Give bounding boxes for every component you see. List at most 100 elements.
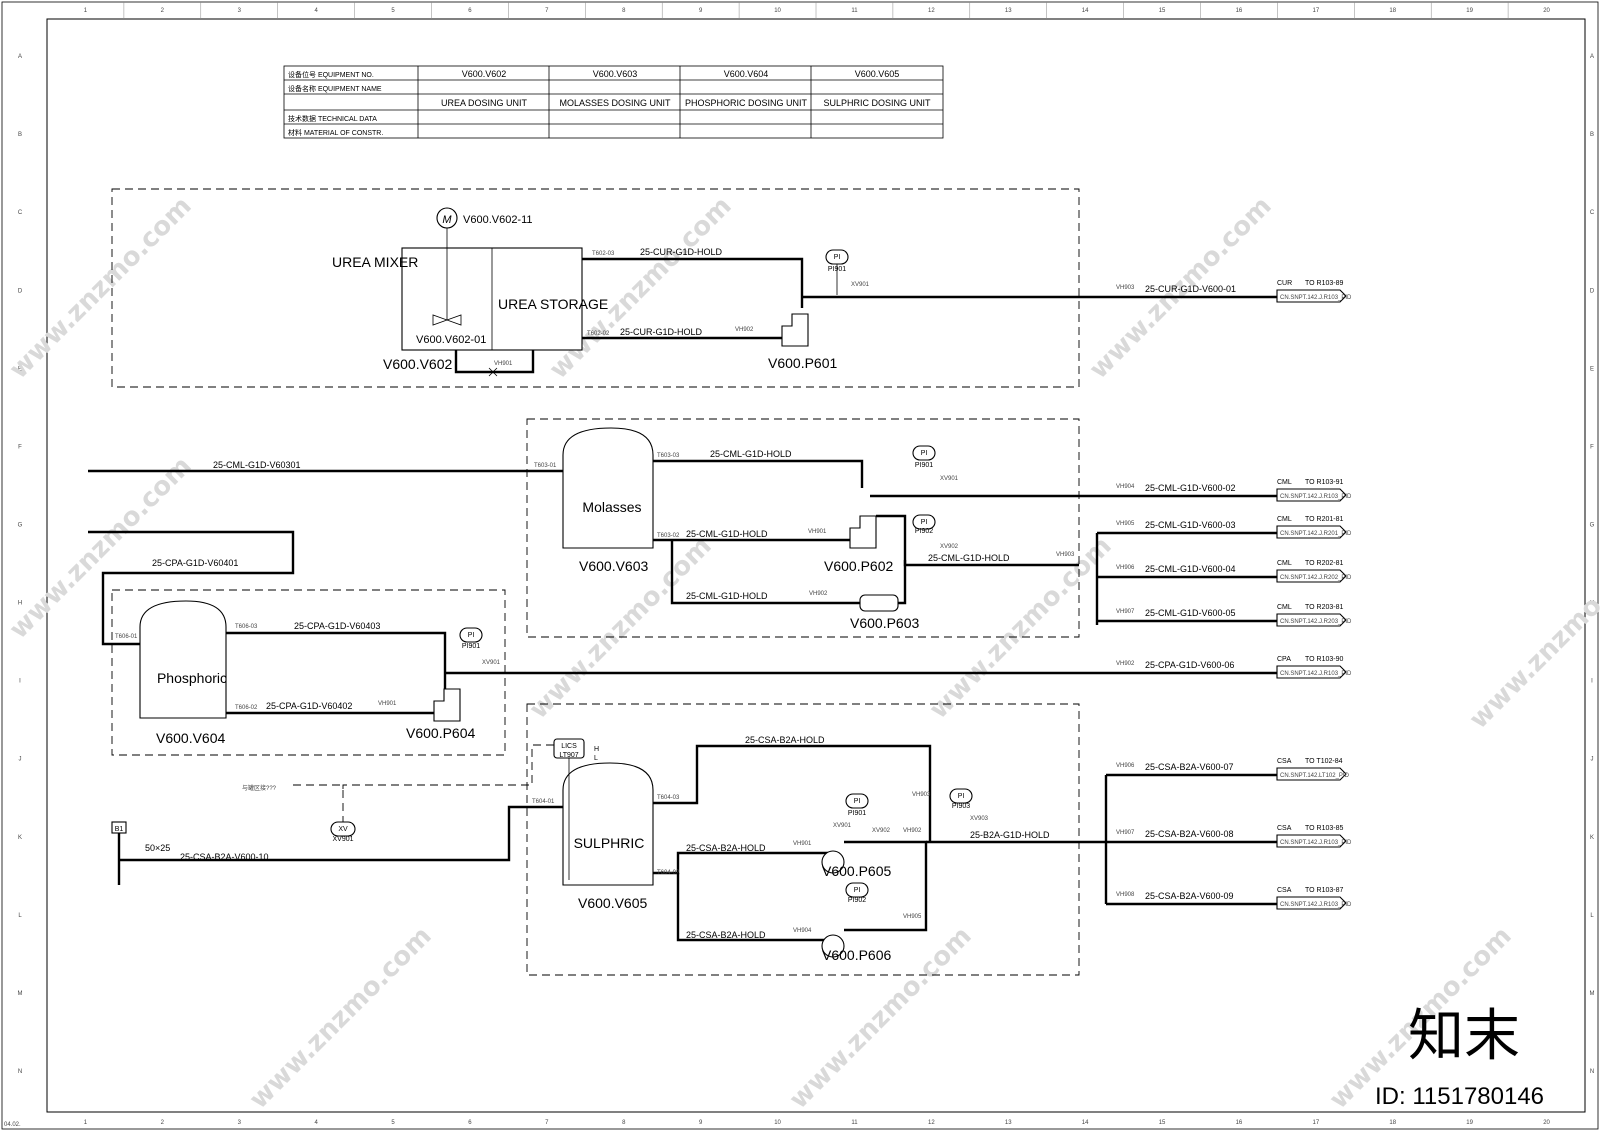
sulphric-pi3-tag: PI903 <box>952 803 970 810</box>
sulphric-valve-tag: VH901 <box>793 841 812 847</box>
sulphric-boundary <box>526 703 1080 976</box>
valve-icon <box>488 367 498 377</box>
table-row-label: 设备位号 EQUIPMENT NO. <box>288 70 374 79</box>
frame-column-label: 1 <box>84 8 88 14</box>
outlet-valve-tag: VH904 <box>1116 484 1135 490</box>
phosphoric-dosing-unit: Phosphoric V600.V604 25-CPA-G1D-V60401 T… <box>88 530 1352 756</box>
frame-row-label: J <box>19 757 22 763</box>
offpage-connector-icon <box>1276 488 1347 502</box>
pump-icon <box>821 934 845 958</box>
frame-column-label: 20 <box>1543 1120 1550 1126</box>
pressure-indicator-icon <box>912 445 936 461</box>
frame-column-label: 12 <box>928 1120 935 1126</box>
sulphric-valve-tag: VH903 <box>912 792 931 798</box>
molasses-line-suct1: 25-CML-G1D-HOLD <box>686 529 768 539</box>
motor-letter: M <box>442 214 452 226</box>
table-equipment-name: PHOSPHORIC DOSING UNIT <box>685 98 808 108</box>
frame-column-label: 10 <box>774 1120 781 1126</box>
molasses-boundary <box>526 418 1080 638</box>
molasses-dosing-unit: Molasses V600.V603 25-CML-G1D-V60301 T60… <box>88 418 1352 638</box>
frame-row-label: I <box>1591 679 1593 685</box>
motor-tag: V600.V602-11 <box>463 214 533 226</box>
urea-boundary <box>111 188 1080 388</box>
outlet-line: 25-CML-G1D-V600-05 <box>1145 608 1236 618</box>
sulphric-pump1-tag: V600.P605 <box>822 863 891 879</box>
frame-row-label: A <box>1590 54 1594 60</box>
sulphric-source: B1 <box>115 826 124 833</box>
urea-mixer-label: UREA MIXER <box>332 254 418 270</box>
sulphric-nozzle-top: T604-03 <box>657 795 680 801</box>
frame-column-label: 13 <box>1005 8 1012 14</box>
sulphric-nozzle-side: T604-02 <box>657 870 680 876</box>
table-equipment-name: MOLASSES DOSING UNIT <box>559 98 671 108</box>
frame-row-label: C <box>1590 210 1595 216</box>
frame-row-label: L <box>1590 913 1594 919</box>
frame-column-label: 4 <box>314 1120 318 1126</box>
frame-column-label: 9 <box>699 1120 703 1126</box>
molasses-pi2-letter: PI <box>921 519 928 526</box>
outlet-fluid: CML <box>1277 604 1292 611</box>
phosphoric-line-return: 25-CPA-G1D-V60403 <box>294 621 380 631</box>
outlet-valve-tag: VH905 <box>1116 521 1135 527</box>
molasses-valve2: VH902 <box>809 591 828 597</box>
phosphoric-in-line: 25-CPA-G1D-V60401 <box>152 558 238 568</box>
outlet-line: 25-CML-G1D-V600-03 <box>1145 520 1236 530</box>
table-row-label: 技术数据 TECHNICAL DATA <box>288 114 377 123</box>
phosphoric-out-line: 25-CPA-G1D-V600-06 <box>1145 660 1234 670</box>
outlet-valve-tag: VH908 <box>1116 892 1135 898</box>
agitator-icon <box>432 314 462 326</box>
phosphoric-xv: XV901 <box>482 660 501 666</box>
offpage-connector-icon <box>1276 525 1347 539</box>
outlet-valve-tag: VH906 <box>1116 763 1135 769</box>
watermark-id: ID: 1151780146 <box>1375 1083 1544 1110</box>
frame-column-label: 7 <box>545 8 549 14</box>
frame-row-label: B <box>1590 132 1594 138</box>
outlet-fluid: CML <box>1277 479 1292 486</box>
frame-column-label: 11 <box>851 1120 858 1126</box>
sulphric-note: 与罐区接??? <box>242 784 277 792</box>
frame-row-label: G <box>18 522 23 528</box>
outlet-fluid: CML <box>1277 560 1292 567</box>
phosphoric-vessel-label: Phosphoric <box>157 670 227 686</box>
frame-column-label: 19 <box>1466 1120 1473 1126</box>
outlet-valve-tag: VH906 <box>1116 565 1135 571</box>
outlet-valve-tag: VH907 <box>1116 830 1135 836</box>
phosphoric-nozzle-side: T606-02 <box>235 705 258 711</box>
urea-out-ref: CN.SNPT.142.J.R103_PID <box>1280 295 1352 301</box>
outlet-destination: TO R202-81 <box>1305 560 1343 567</box>
frame-row-label: E <box>18 366 22 372</box>
phosphoric-out-valve: VH902 <box>1116 661 1135 667</box>
frame-column-label: 19 <box>1466 8 1473 14</box>
pressure-indicator-icon <box>459 627 483 643</box>
frame-column-label: 6 <box>468 1120 472 1126</box>
urea-out-line: 25-CUR-G1D-V600-01 <box>1145 284 1236 294</box>
sulphric-pi2-tag: PI902 <box>848 897 866 904</box>
sulphric-vessel <box>562 762 654 886</box>
frame-row-label: K <box>18 835 22 841</box>
outlet-destination: TO R103-87 <box>1305 887 1343 894</box>
frame-column-label: 15 <box>1159 1120 1166 1126</box>
frame-column-label: 8 <box>622 8 626 14</box>
frame-column-label: 17 <box>1313 8 1320 14</box>
pressure-indicator-icon <box>845 793 869 809</box>
offpage-connector-icon <box>1276 767 1347 781</box>
molasses-vessel-tag: V600.V603 <box>579 558 648 574</box>
frame-column-label: 16 <box>1236 8 1243 14</box>
sulphric-pi1-letter: PI <box>854 798 861 805</box>
outlet-reference: CN.SNPT.142.J.R103_PID <box>1280 840 1352 846</box>
phosphoric-vessel <box>139 600 227 719</box>
molasses-pump1-tag: V600.P602 <box>824 558 893 574</box>
molasses-vessel-label: Molasses <box>582 499 641 515</box>
frame-column-label: 11 <box>851 8 858 14</box>
sulphric-lics-letter: LICS <box>561 743 577 750</box>
frame-column-label: 15 <box>1159 8 1166 14</box>
frame-column-label: 9 <box>699 8 703 14</box>
outlet-destination: TO R103-85 <box>1305 825 1343 832</box>
frame-row-label: F <box>1590 444 1594 450</box>
offpage-connector-icon <box>1276 896 1347 910</box>
frame-row-label: F <box>18 444 22 450</box>
sulphric-in-line: 25-CSA-B2A-V600-10 <box>180 852 269 862</box>
outlet-reference: CN.SNPT.142.J.R103_PID <box>1280 902 1352 908</box>
